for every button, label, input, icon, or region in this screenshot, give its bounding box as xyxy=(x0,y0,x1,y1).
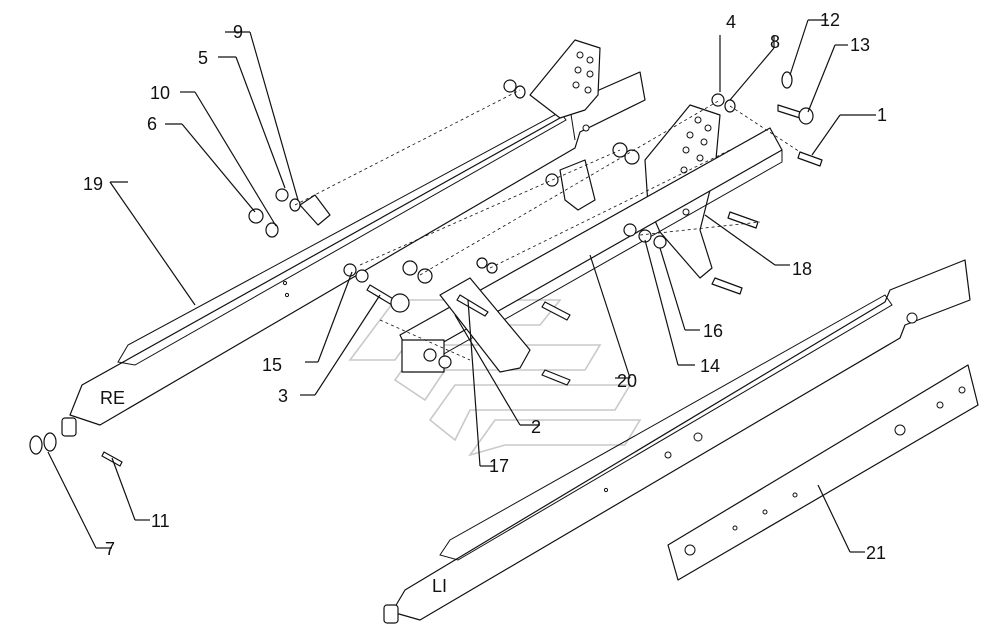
leader-lines xyxy=(47,19,876,553)
left-arm-pin xyxy=(383,604,399,624)
callout-14: 14 xyxy=(700,356,720,376)
part-plate-21 xyxy=(667,364,979,581)
part-beam-20 xyxy=(399,127,783,373)
callout-17: 17 xyxy=(489,456,509,476)
callout-18: 18 xyxy=(792,259,812,279)
part-bolts xyxy=(366,151,823,386)
callout-15: 15 xyxy=(262,355,282,375)
part-nuts-middle xyxy=(343,223,667,369)
callout-10: 10 xyxy=(150,83,170,103)
callout-20: 20 xyxy=(617,371,637,391)
part-left-arm xyxy=(383,259,971,624)
callout-11: 11 xyxy=(151,511,170,531)
callout-4: 4 xyxy=(726,12,736,32)
callout-5: 5 xyxy=(198,48,208,68)
callout-6: 6 xyxy=(147,114,157,134)
callout-3: 3 xyxy=(278,386,288,406)
callout-1: 1 xyxy=(877,105,887,125)
callout-9: 9 xyxy=(233,22,243,42)
callout-16: 16 xyxy=(703,321,723,341)
part-nuts-upper xyxy=(248,79,736,238)
part-small-bracket xyxy=(299,194,331,226)
callout-12: 12 xyxy=(820,10,840,30)
assembly-dash-lines xyxy=(294,89,801,361)
callout-8: 8 xyxy=(770,32,780,52)
part-washers-7 xyxy=(29,432,57,455)
part-linch-pin-12-13 xyxy=(777,71,814,125)
callout-21: 21 xyxy=(866,543,886,563)
side-label-right: RE xyxy=(100,388,125,408)
callout-2: 2 xyxy=(531,417,541,437)
callout-13: 13 xyxy=(850,35,870,55)
side-label-left: LI xyxy=(432,576,447,596)
right-arm-pin xyxy=(61,417,77,437)
callout-7: 7 xyxy=(105,539,115,559)
callout-19: 19 xyxy=(83,174,103,194)
